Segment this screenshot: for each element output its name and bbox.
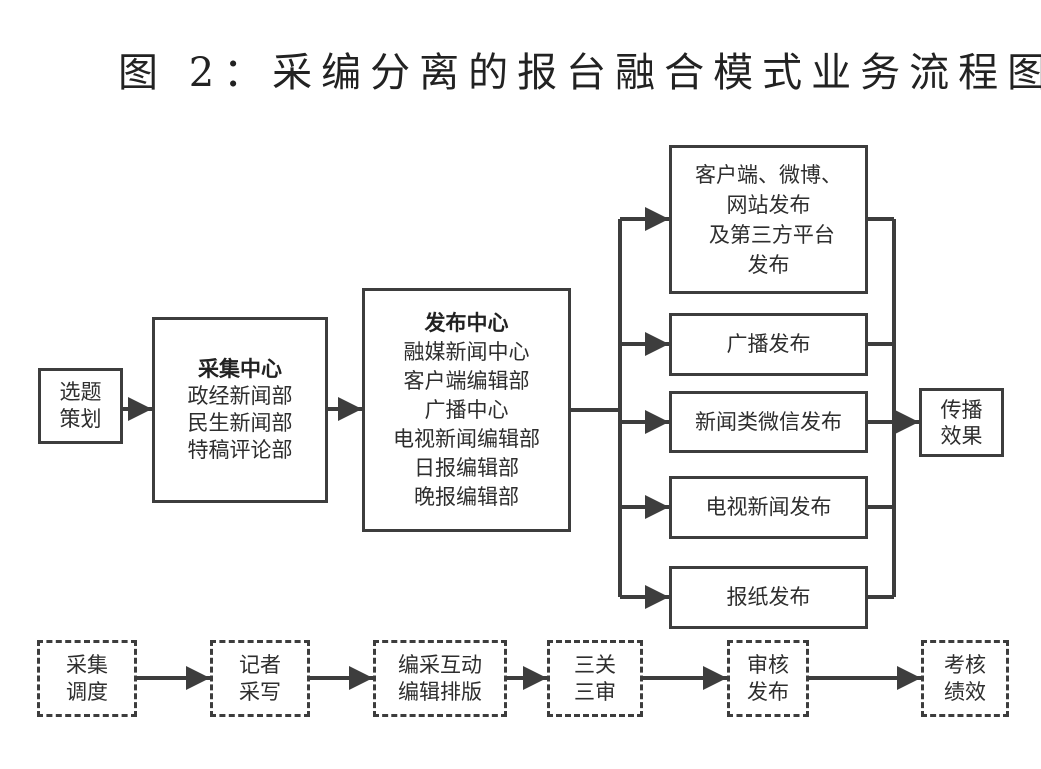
node-collection-center: 采集中心 政经新闻部 民生新闻部 特稿评论部 [152,317,328,503]
process-step-approve-publish: 审核 发布 [727,640,809,717]
node-output-wechat: 新闻类微信发布 [669,391,868,453]
node-heading: 采集中心 [198,357,282,381]
node-text: 策划 [59,407,102,431]
step-text: 采集 [66,652,108,677]
node-text: 新闻类微信发布 [695,409,842,434]
node-output-tv: 电视新闻发布 [669,476,868,539]
node-communication-effect: 传播 效果 [919,388,1004,457]
process-step-review: 三关 三审 [547,640,643,717]
node-text: 发布 [747,252,790,277]
node-publishing-center: 发布中心 融媒新闻中心 客户端编辑部 广播中心 电视新闻编辑部 日报编辑部 晚报… [362,288,571,532]
process-step-editing: 编采互动 编辑排版 [373,640,507,717]
node-text: 日报编辑部 [414,455,519,480]
step-text: 绩效 [944,679,986,704]
step-text: 调度 [66,679,108,704]
node-output-app-weibo-web: 客户端、微博、 网站发布 及第三方平台 发布 [669,145,868,294]
process-step-performance: 考核 绩效 [921,640,1009,717]
node-text: 政经新闻部 [187,384,293,408]
node-output-radio: 广播发布 [669,313,868,376]
node-text: 电视新闻发布 [705,495,832,519]
node-text: 网站发布 [726,192,811,217]
node-text: 客户端、微博、 [695,162,842,187]
step-text: 采写 [239,679,281,704]
step-text: 编辑排版 [398,679,482,704]
node-text: 及第三方平台 [702,222,835,247]
node-topic-planning: 选题 策划 [38,368,123,444]
step-text: 记者 [239,652,281,677]
step-text: 三关 [574,652,616,677]
step-text: 审核 [747,652,789,677]
process-step-reporting: 记者 采写 [210,640,310,717]
node-text: 客户端编辑部 [403,368,530,393]
node-text: 效果 [940,423,983,448]
node-text: 民生新闻部 [187,411,293,435]
diagram-title: 图 2：采编分离的报台融合模式业务流程图 [118,50,1041,96]
node-text: 选题 [59,380,102,404]
node-text: 传播 [940,397,983,422]
node-text: 晚报编辑部 [414,484,519,509]
node-text: 融媒新闻中心 [403,339,530,364]
node-text: 报纸发布 [726,585,811,609]
step-text: 编采互动 [398,652,482,677]
step-text: 考核 [944,652,986,677]
step-text: 三审 [574,679,616,704]
node-text: 广播发布 [726,332,811,356]
node-text: 特稿评论部 [187,438,293,462]
node-heading: 发布中心 [424,310,509,335]
node-text: 广播中心 [424,397,509,422]
process-step-dispatch: 采集 调度 [37,640,137,717]
node-text: 电视新闻编辑部 [393,426,540,451]
node-output-newspaper: 报纸发布 [669,566,868,629]
step-text: 发布 [747,679,789,704]
